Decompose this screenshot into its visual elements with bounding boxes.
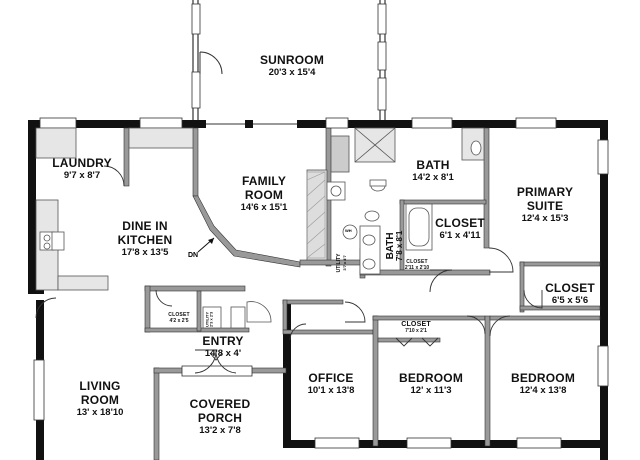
room-label-bedroom-mid: BEDROOM 12' x 11'3: [398, 371, 464, 397]
laundry-dims: 9'7 x 8'7: [63, 169, 101, 181]
room-label-sunroom: SUNROOM 20'3 x 15'4: [259, 53, 325, 79]
primary-suite-line2: SUITE: [526, 198, 564, 213]
room-label-closet-bedroom: CLOSET 7'10 x 2'1: [401, 321, 431, 335]
kitchen-counters: [35, 127, 194, 291]
room-label-office: OFFICE 10'1 x 13'8: [307, 371, 355, 397]
bath-dims: 14'2 x 8'1: [412, 171, 454, 183]
room-label-primary-suite: PRIMARY SUITE 12'4 x 15'3: [516, 185, 574, 225]
closet-entry-name: CLOSET: [168, 312, 190, 318]
laundry-name: LAUNDRY: [52, 156, 112, 170]
family-room-dims: 14'6 x 15'1: [240, 201, 288, 213]
kitchen-line1: DINE IN: [122, 219, 168, 233]
kitchen-dims: 17'8 x 13'5: [121, 246, 169, 258]
primary-suite-dims: 12'4 x 15'3: [521, 212, 569, 224]
water-heater-label: WH: [345, 228, 352, 233]
bedroom-right-dims: 12'4 x 13'8: [519, 384, 567, 396]
entry-dims: 14'8 x 4': [204, 347, 242, 359]
closet-entry-dims: 4'2 x 2'5: [169, 317, 189, 324]
room-label-utility: UTILITY 3'7 x 4'7: [336, 251, 347, 275]
closet-tiny-name: CLOSET: [406, 259, 428, 265]
fireplace: [306, 171, 326, 259]
sunroom-name: SUNROOM: [259, 53, 325, 67]
utility-dims: 3'7 x 4'7: [341, 255, 347, 271]
family-room-line2: ROOM: [244, 187, 284, 202]
room-label-covered-porch: COVERED PORCH 13'2 x 7'8: [189, 397, 251, 437]
room-label-closet-tiny: CLOSET 2'11 x 2'10: [404, 259, 430, 272]
covered-porch-line2: PORCH: [197, 410, 243, 425]
bedroom-right-name: BEDROOM: [510, 371, 576, 385]
closet-large-dims: 6'1 x 4'11: [439, 229, 481, 241]
bath-fixtures: [306, 127, 485, 275]
closet-tiny-dims: 2'11 x 2'10: [404, 264, 430, 271]
room-label-closet-entry: CLOSET 4'2 x 2'5: [168, 312, 190, 325]
entry-name: ENTRY: [202, 334, 244, 348]
office-dims: 10'1 x 13'8: [307, 384, 355, 396]
office-name: OFFICE: [308, 371, 354, 385]
living-room-dims: 13' x 18'10: [76, 406, 124, 418]
room-label-bedroom-right: BEDROOM 12'4 x 13'8: [510, 371, 576, 397]
sunroom-door: [199, 51, 223, 75]
door-swings: [35, 165, 543, 374]
utility-small-dims: 2'3 x 2'3: [209, 311, 214, 328]
closet-doors: [209, 337, 439, 361]
family-room-line1: FAMILY: [241, 174, 287, 188]
covered-porch-line1: COVERED: [189, 397, 251, 411]
closet-bedroom-dims: 7'10 x 2'1: [405, 328, 427, 335]
room-label-bath: BATH 14'2 x 8'1: [412, 158, 454, 184]
room-label-dine-in-kitchen: DINE IN KITCHEN 17'8 x 13'5: [117, 219, 173, 259]
closet-right-name: CLOSET: [545, 281, 595, 295]
closet-bedroom-name: CLOSET: [401, 321, 431, 328]
room-label-living-room: LIVING ROOM 13' x 18'10: [76, 379, 124, 419]
room-label-closet-right: CLOSET 6'5 x 5'6: [545, 281, 595, 307]
room-label-laundry: LAUNDRY 9'7 x 8'7: [52, 156, 112, 182]
sunroom-dims: 20'3 x 15'4: [268, 66, 316, 78]
primary-suite-line1: PRIMARY: [516, 185, 574, 199]
bedroom-mid-name: BEDROOM: [398, 371, 464, 385]
room-label-family-room: FAMILY ROOM 14'6 x 15'1: [240, 174, 288, 214]
living-room-line2: ROOM: [80, 392, 120, 407]
kitchen-line2: KITCHEN: [117, 232, 173, 247]
windows: [33, 117, 609, 449]
closet-large-name: CLOSET: [435, 216, 485, 230]
stairs-down-label: DN: [188, 252, 199, 259]
utility-fixtures: [202, 301, 272, 329]
bath-name: BATH: [416, 158, 450, 172]
covered-porch-dims: 13'2 x 7'8: [199, 424, 241, 436]
room-label-entry: ENTRY 14'8 x 4': [202, 334, 244, 360]
closet-right-dims: 6'5 x 5'6: [551, 294, 589, 306]
room-label-bath-small: BATH 7'8 x 8'1: [385, 221, 405, 271]
sunroom-windows: [191, 3, 387, 111]
bedroom-mid-dims: 12' x 11'3: [410, 384, 452, 396]
room-label-utility-small: UTILITY 2'3 x 2'3: [205, 309, 215, 329]
living-room-line1: LIVING: [79, 379, 121, 393]
stairs-arrowhead: [208, 238, 214, 244]
bath-small-dims: 7'8 x 8'1: [395, 230, 405, 262]
room-label-closet-large: CLOSET 6'1 x 4'11: [435, 216, 485, 242]
